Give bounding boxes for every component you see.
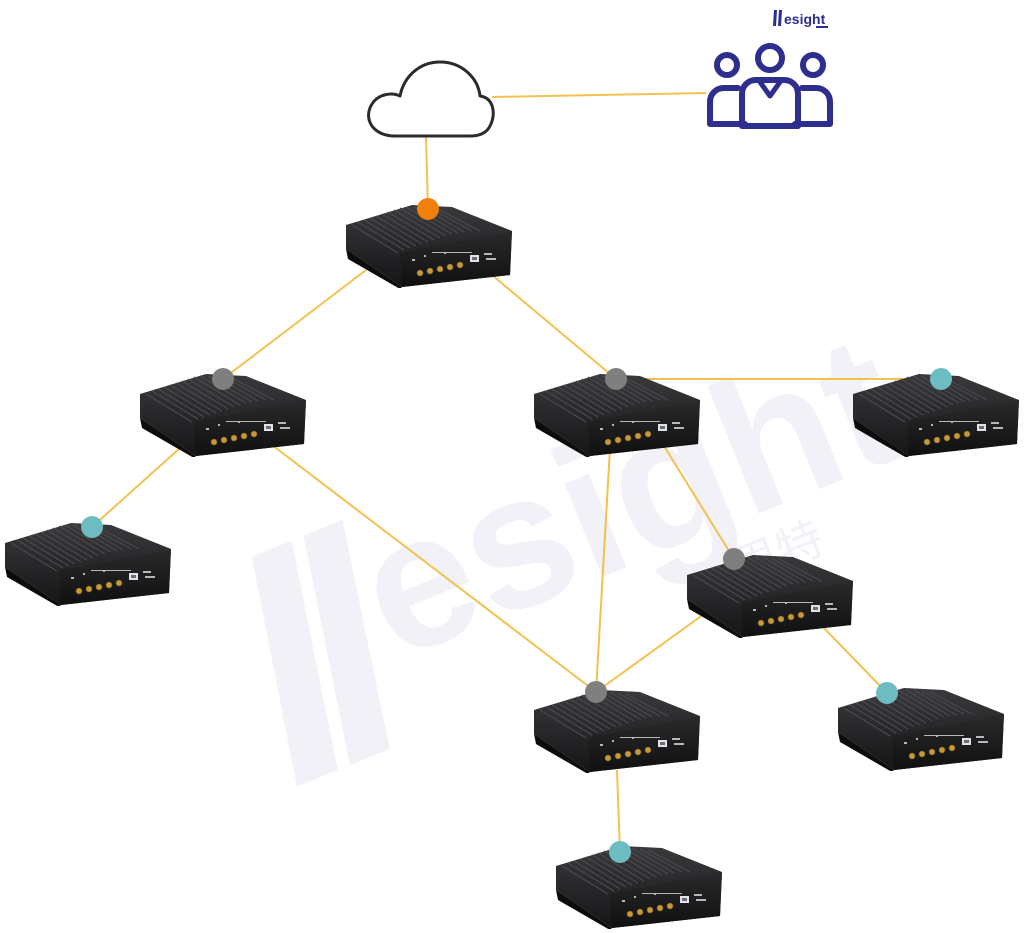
- link-cloud-users: [491, 92, 707, 98]
- status-dot-gateway: [417, 198, 439, 220]
- status-dot-endpoint-bottom: [609, 841, 631, 863]
- status-dot-endpoint-bottom-right: [876, 682, 898, 704]
- status-dot-relay-center: [605, 368, 627, 390]
- brand-name: esight: [784, 11, 826, 27]
- status-dot-relay-mid-right: [723, 548, 745, 570]
- links-layer: [91, 92, 941, 853]
- link-gateway-relay-center: [491, 274, 617, 380]
- link-relay-left-endpoint-left: [91, 447, 181, 528]
- watermark-mark-bar-1: [251, 540, 338, 787]
- status-dots-layer: [81, 198, 952, 863]
- link-relay-center-relay-bottom: [595, 447, 611, 693]
- cloud-icon: [367, 60, 495, 138]
- desight-logo-icon: [773, 10, 828, 28]
- radio-device-icon-relay-bottom: [533, 689, 701, 773]
- link-relay-mid-right-relay-bottom: [595, 613, 705, 693]
- status-dot-relay-bottom: [585, 681, 607, 703]
- link-relay-bottom-endpoint-bottom: [616, 769, 621, 853]
- link-gateway-relay-left: [222, 269, 367, 380]
- status-dot-endpoint-right: [930, 368, 952, 390]
- watermark-text: esight: [330, 293, 928, 699]
- link-relay-left-relay-bottom: [271, 444, 597, 693]
- status-dot-endpoint-left: [81, 516, 103, 538]
- link-relay-mid-right-endpoint-bottom-right: [821, 625, 888, 694]
- watermark-mark-bar-2: [303, 520, 390, 766]
- link-relay-center-relay-mid-right: [663, 445, 735, 560]
- users-group-icon: [707, 43, 833, 129]
- status-dot-relay-left: [212, 368, 234, 390]
- radio-device-icon-endpoint-bottom: [555, 845, 723, 929]
- radio-device-icon-relay-mid-right: [686, 554, 854, 638]
- radio-device-icon-endpoint-bottom-right: [837, 687, 1005, 771]
- link-cloud-gateway: [425, 135, 429, 210]
